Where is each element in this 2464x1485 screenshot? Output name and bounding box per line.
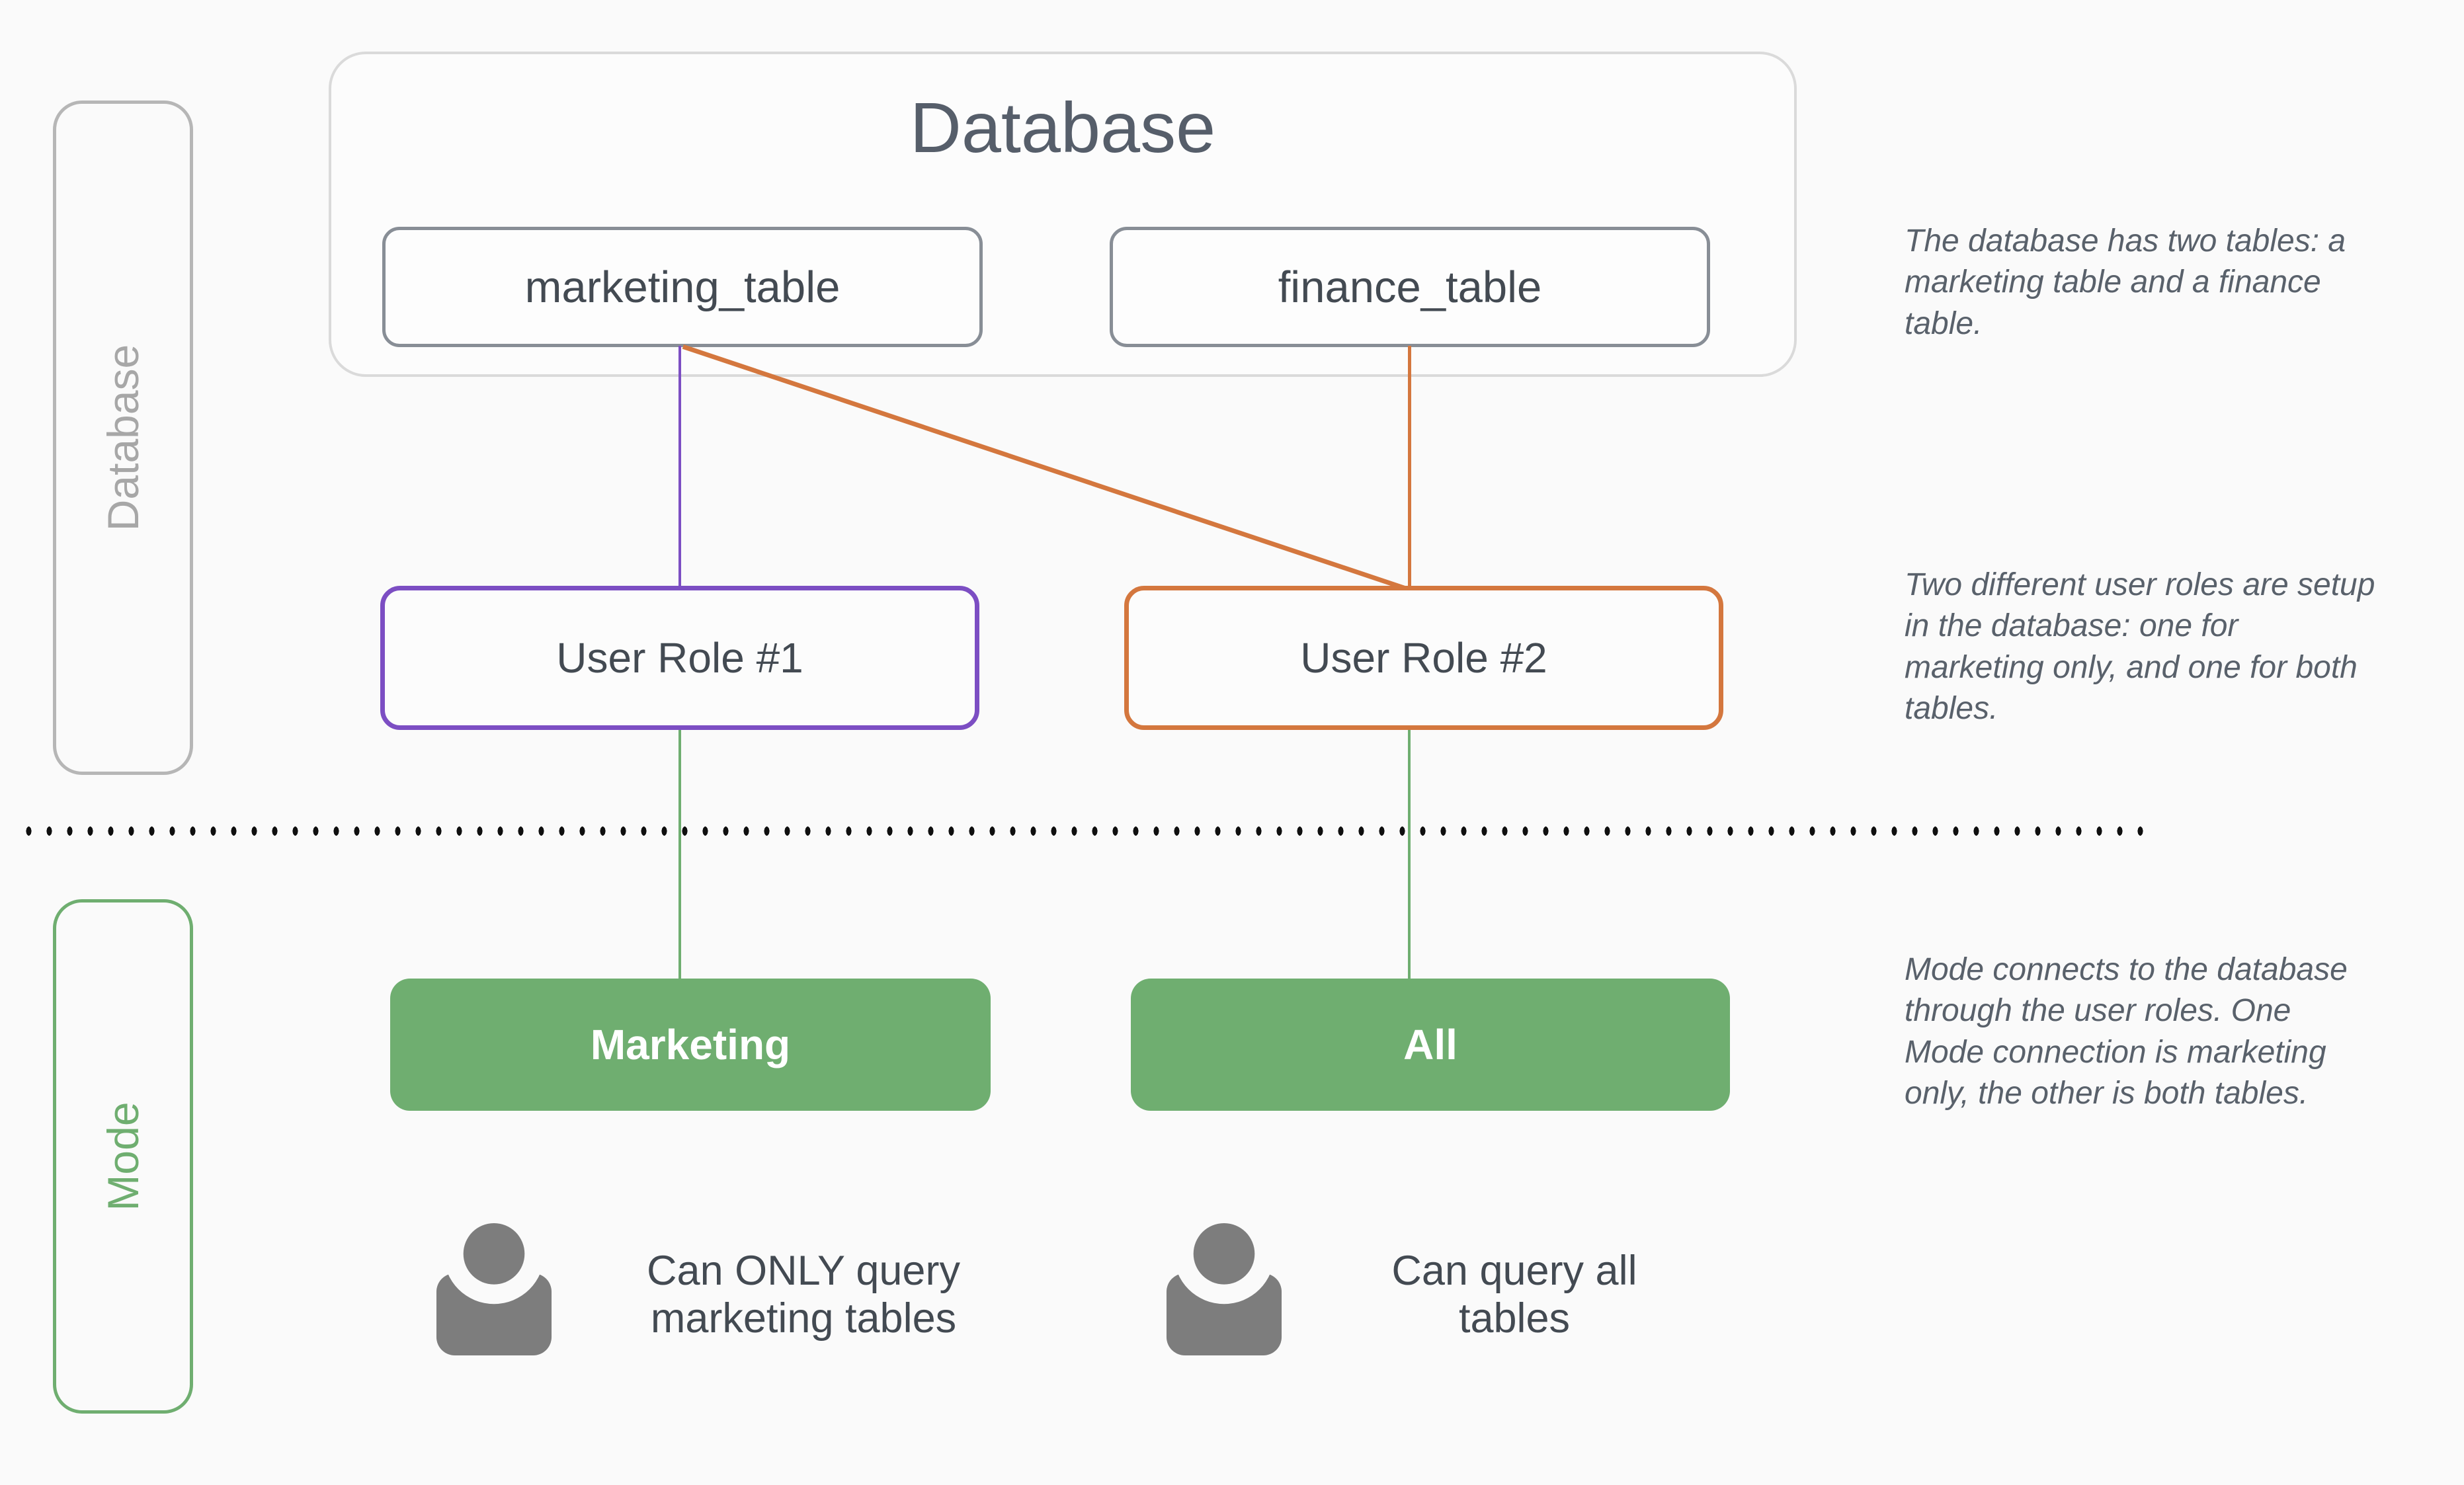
person-icon [1163, 1223, 1286, 1355]
person-icon [432, 1223, 555, 1355]
annotation-database-tables: The database has two tables: a marketing… [1905, 223, 2346, 341]
database-title: Database [909, 87, 1216, 167]
marketing-table-label: marketing_table [524, 262, 841, 312]
database-section-tab: Database [53, 100, 193, 775]
all-connection-label: All [1403, 1021, 1458, 1068]
marketing-connection-label: Marketing [590, 1021, 791, 1068]
user-role-2-box: User Role #2 [1124, 586, 1723, 730]
mode-section-label: Mode [99, 1102, 147, 1211]
user-role-1-label: User Role #1 [556, 634, 803, 682]
mode-section-tab: Mode [53, 899, 193, 1414]
role2-capability-caption: Can query all tables [1293, 1247, 1736, 1343]
marketing-table-box: marketing_table [382, 227, 983, 347]
caption-line: marketing tables [650, 1295, 957, 1342]
finance-table-box: finance_table [1110, 227, 1710, 347]
section-divider-dotted [19, 822, 2148, 840]
caption-line: Can ONLY query [647, 1248, 960, 1294]
marketing-connection-button: Marketing [390, 979, 991, 1111]
annotation-user-roles: Two different user roles are setup in th… [1905, 567, 2375, 727]
all-connection-button: All [1131, 979, 1730, 1111]
user-role-1-box: User Role #1 [380, 586, 979, 730]
caption-line: tables [1458, 1295, 1571, 1342]
annotation-mode-connections: Mode connects to the database through th… [1905, 952, 2348, 1111]
user-role-2-label: User Role #2 [1300, 634, 1547, 682]
connector-marketing-to-role2 [682, 344, 1410, 592]
database-section-label: Database [99, 344, 147, 532]
connector-role1-to-marketing-connection [678, 730, 681, 979]
caption-line: Can query all [1391, 1248, 1637, 1294]
role1-capability-caption: Can ONLY query marketing tables [582, 1247, 1025, 1343]
finance-table-label: finance_table [1278, 262, 1542, 312]
connector-marketing-to-role1 [678, 346, 681, 587]
connector-role2-to-all-connection [1408, 730, 1411, 979]
connector-finance-to-role2 [1408, 346, 1411, 587]
